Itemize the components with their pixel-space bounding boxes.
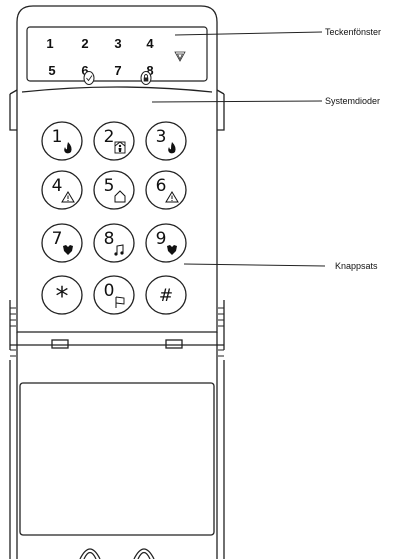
- display-digit: 3: [114, 36, 121, 51]
- display-digit: 6: [81, 63, 88, 78]
- key-label: 0: [104, 281, 115, 301]
- callout-lines: [151, 31, 326, 267]
- person-in-house-icon: [114, 141, 126, 154]
- police-badge-icon: [63, 245, 73, 255]
- key-5-button[interactable]: 5: [93, 170, 135, 210]
- display-digit: 7: [114, 63, 121, 78]
- warning-icon: [165, 191, 179, 203]
- key-8-button[interactable]: 8: [93, 223, 135, 263]
- key-9-button[interactable]: 9: [145, 223, 187, 263]
- police-badge-icon: [167, 245, 177, 255]
- key-label: 9: [156, 229, 167, 249]
- fire-icon: [64, 142, 72, 154]
- key-label: 3: [156, 127, 167, 147]
- flag-icon: [115, 296, 125, 308]
- display-digit: 1: [46, 36, 53, 51]
- display-digit: 5: [48, 63, 55, 78]
- key-label: *: [56, 282, 69, 312]
- key-1-button[interactable]: 1: [41, 121, 83, 161]
- key-hash-button[interactable]: #: [145, 275, 187, 315]
- key-label: 6: [156, 176, 167, 196]
- key-label: 7: [52, 229, 63, 249]
- key-7-button[interactable]: 7: [41, 223, 83, 263]
- key-label: 5: [104, 176, 115, 196]
- key-label: 4: [52, 176, 63, 196]
- display-digit: 2: [81, 36, 88, 51]
- display-digit: 4: [146, 36, 154, 51]
- check-icon: [83, 71, 95, 85]
- display-digit: 8: [146, 63, 153, 78]
- key-3-button[interactable]: 3: [145, 121, 187, 161]
- key-label: 2: [104, 127, 115, 147]
- house-icon: [114, 190, 126, 203]
- key-4-button[interactable]: 4: [41, 170, 83, 210]
- housing: [9, 5, 225, 559]
- fire-icon: [168, 142, 176, 154]
- system-leds: [83, 71, 152, 85]
- display-window: 1 2 3 4 5 6 7 8: [26, 26, 208, 82]
- warning-icon: [61, 191, 75, 203]
- key-star-button[interactable]: *: [41, 275, 83, 315]
- music-note-icon: [114, 244, 124, 256]
- key-6-button[interactable]: 6: [145, 170, 187, 210]
- key-label: 8: [104, 229, 115, 249]
- hinge-ticks: [10, 307, 224, 357]
- key-label: 1: [52, 127, 63, 147]
- keypad: 1 2 3 4 5 6 7 8 9 * 0 #: [41, 121, 187, 315]
- callout-leds: Systemdioder: [325, 96, 380, 106]
- key-0-button[interactable]: 0: [93, 275, 135, 315]
- key-label: #: [159, 286, 173, 306]
- lock-icon: [140, 71, 152, 85]
- callout-keypad: Knappsats: [335, 261, 378, 271]
- key-2-button[interactable]: 2: [93, 121, 135, 161]
- callout-display: Teckenfönster: [325, 27, 381, 37]
- bottom-clips: [79, 548, 155, 559]
- down-arrow-icon: [174, 51, 186, 62]
